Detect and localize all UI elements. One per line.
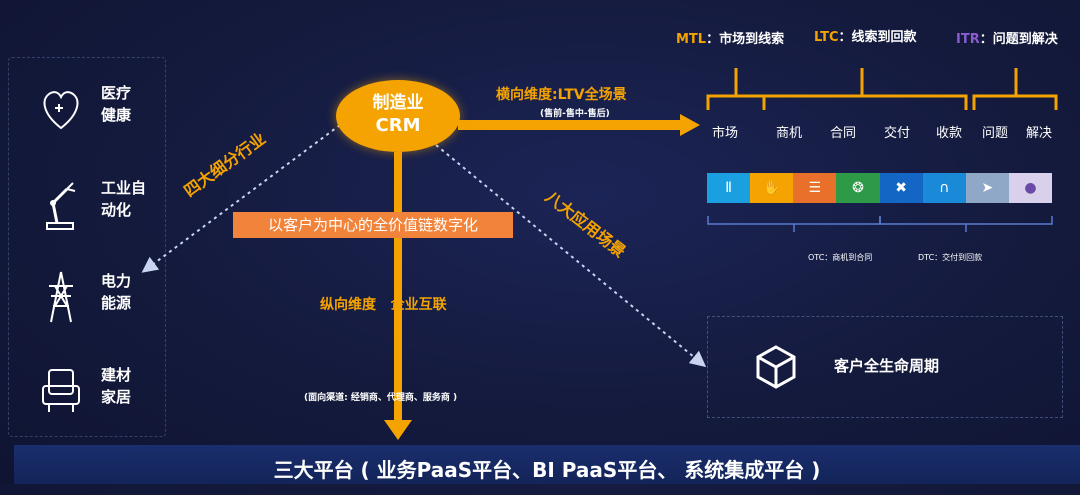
stage-label: 问题 xyxy=(982,126,1009,141)
cube-icon xyxy=(756,345,796,389)
brace-mtl xyxy=(706,68,766,110)
hand-icon: ✋ xyxy=(762,180,781,196)
vertical-arrow-shaft xyxy=(394,152,402,424)
industry-label: 建材 xyxy=(101,366,132,384)
horizontal-dimension-note: (售前-售中-售后) xyxy=(540,109,610,119)
power-tower-icon xyxy=(49,271,73,323)
industry-label: 能源 xyxy=(101,294,132,312)
category-code: ITR xyxy=(956,32,980,47)
scenario-tile: ☰ xyxy=(793,173,837,203)
category-ltc: LTC：线索到回款 xyxy=(814,26,917,45)
industry-item-automation: 工业自 动化 xyxy=(9,163,165,243)
scenario-tile: Ⅱ xyxy=(707,173,751,203)
connector-arrows xyxy=(141,68,1058,440)
horizontal-arrow xyxy=(458,114,700,136)
category-desc: ：问题到解决 xyxy=(979,32,1058,47)
bulb-icon: ● xyxy=(1024,180,1037,196)
brace-ltc xyxy=(762,68,968,110)
stage-label: 商机 xyxy=(776,126,803,141)
industry-label: 动化 xyxy=(101,201,132,219)
category-desc: ：线索到回款 xyxy=(838,30,917,45)
contract-icon: ☰ xyxy=(808,180,822,196)
industry-panel: 医疗 健康 工业自 动化 电力 能源 xyxy=(8,57,166,437)
vertical-dimension-title: 纵向维度 企业互联 xyxy=(320,297,447,313)
lifecycle-label: 客户全生命周期 xyxy=(834,357,940,375)
stage-label: 合同 xyxy=(830,126,857,141)
industry-label: 健康 xyxy=(101,106,132,124)
stage-label: 解决 xyxy=(1026,126,1053,141)
platform-bar: 三大平台 ( 业务PaaS平台、BI PaaS平台、 系统集成平台 ) xyxy=(14,445,1080,484)
crm-title: 制造业 xyxy=(372,93,424,113)
stage-label: 收款 xyxy=(936,126,963,141)
crm-subtitle: CRM xyxy=(375,115,421,136)
category-code: MTL xyxy=(676,32,707,47)
industry-label: 工业自 xyxy=(101,179,147,197)
scenario-tile: ✖ xyxy=(879,173,923,203)
horizontal-dimension-title: 横向维度:LTV全场景 xyxy=(496,87,627,103)
otc-label: OTC：商机到合同 xyxy=(808,253,873,262)
scenario-tile: ✋ xyxy=(750,173,794,203)
scenario-tile: ❂ xyxy=(836,173,880,203)
industry-item-home: 建材 家居 xyxy=(9,350,165,430)
scenario-tile: ● xyxy=(1008,173,1052,203)
armchair-icon xyxy=(42,369,80,412)
robot-arm-icon xyxy=(46,182,76,230)
tools-icon: ✖ xyxy=(895,180,907,196)
trophy-icon: ❂ xyxy=(852,180,864,196)
scenario-tiles: Ⅱ ✋ ☰ ❂ ✖ ∩ ➤ ● xyxy=(707,173,1052,203)
road-icon: ∩ xyxy=(939,180,950,196)
send-icon: ➤ xyxy=(981,180,994,196)
scenario-tile: ➤ xyxy=(965,173,1009,203)
crm-center-node: 制造业 CRM xyxy=(336,80,460,152)
market-icon: Ⅱ xyxy=(725,180,732,196)
category-mtl: MTL：市场到线索 xyxy=(676,28,784,47)
value-chain-banner: 以客户为中心的全价值链数字化 xyxy=(233,212,513,238)
category-itr: ITR：问题到解决 xyxy=(956,28,1058,47)
industry-label: 医疗 xyxy=(101,84,132,102)
dtc-label: DTC：交付到回款 xyxy=(918,253,983,262)
brace-otc xyxy=(707,216,881,232)
arrow-to-lifecycle xyxy=(435,144,707,368)
industry-item-medical: 医疗 健康 xyxy=(9,68,165,148)
brace-dtc xyxy=(879,216,1053,232)
industry-item-energy: 电力 能源 xyxy=(9,256,165,336)
industry-label: 电力 xyxy=(101,272,132,290)
stage-label: 交付 xyxy=(884,126,911,141)
scenario-tile: ∩ xyxy=(922,173,966,203)
lifecycle-panel: 客户全生命周期 xyxy=(707,316,1063,418)
category-desc: ：市场到线索 xyxy=(706,32,785,47)
category-code: LTC xyxy=(814,30,839,45)
vertical-dimension-note: (面向渠道: 经销商、代理商、服务商 ) xyxy=(304,393,458,403)
stage-label: 市场 xyxy=(712,126,739,141)
brace-itr xyxy=(972,68,1058,110)
heart-medical-icon xyxy=(43,91,79,130)
arrow-to-industries xyxy=(141,124,341,273)
vertical-arrow-head xyxy=(384,420,412,440)
industry-label: 家居 xyxy=(101,388,132,406)
